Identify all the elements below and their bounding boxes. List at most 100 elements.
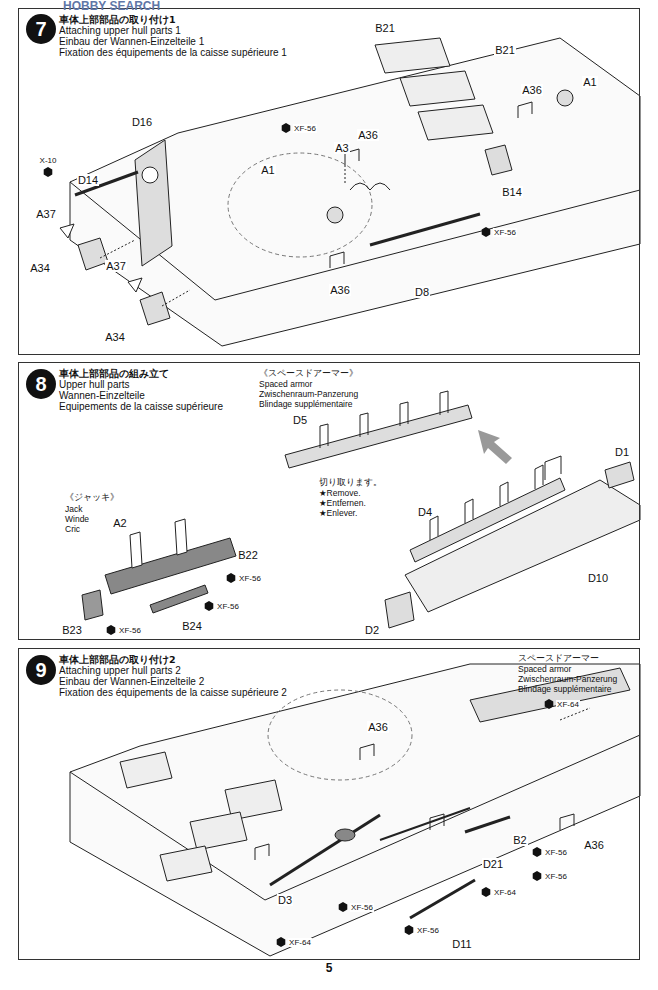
part-number: A36 bbox=[367, 721, 389, 733]
note: Spaced armor bbox=[258, 379, 313, 389]
part-number: A36 bbox=[521, 84, 543, 96]
note: 《スペースドアーマー》 bbox=[258, 368, 359, 378]
upper-hull bbox=[70, 38, 640, 346]
paint-hex bbox=[482, 227, 491, 237]
turret-ring bbox=[228, 153, 372, 257]
step-number-text: 7 bbox=[35, 18, 46, 40]
hatch bbox=[120, 752, 172, 788]
tool bbox=[270, 815, 380, 885]
paint-hex bbox=[405, 925, 414, 935]
heading-line: Equipements de la caisse supérieure bbox=[59, 401, 223, 412]
paint-hex bbox=[533, 871, 542, 881]
paint-code: XF-64 bbox=[556, 700, 580, 709]
step-number-text: 8 bbox=[35, 373, 46, 395]
part-number: D1 bbox=[614, 446, 630, 458]
guide-line bbox=[345, 165, 346, 185]
rod bbox=[75, 172, 138, 195]
periscope bbox=[327, 207, 343, 223]
hatch bbox=[375, 38, 450, 73]
light-lens bbox=[60, 224, 74, 238]
part-number: D8 bbox=[414, 286, 430, 298]
direction-arrow bbox=[478, 430, 512, 464]
handles bbox=[255, 744, 574, 860]
step-heading: 車体上部部品の取り付け1Attaching upper hull parts 1… bbox=[59, 14, 287, 58]
note: Blindage supplémentaire bbox=[517, 684, 613, 694]
paint-hex bbox=[44, 167, 53, 177]
part-number: D3 bbox=[277, 894, 293, 906]
paint-code: XF-64 bbox=[288, 938, 312, 947]
heading-line: Einbau der Wannen-Einzelteile 1 bbox=[59, 36, 287, 47]
armor-rail bbox=[410, 478, 565, 562]
turret-ring bbox=[268, 690, 412, 780]
part-number: B21 bbox=[494, 44, 516, 56]
step-heading: 車体上部部品の取り付け2Attaching upper hull parts 2… bbox=[59, 654, 287, 698]
spaced-armor bbox=[285, 405, 472, 468]
paint-code: X-10 bbox=[39, 156, 58, 165]
paint-code: XF-56 bbox=[493, 228, 517, 237]
part-number: D14 bbox=[77, 174, 99, 186]
jack-bracket bbox=[130, 532, 142, 568]
paint-hex bbox=[482, 887, 491, 897]
step-number: 8 bbox=[26, 369, 56, 399]
heading-line: Fixation des équipements de la caisse su… bbox=[59, 47, 287, 58]
tool bbox=[380, 808, 470, 840]
paint-code: XF-56 bbox=[416, 926, 440, 935]
step8-drawing bbox=[82, 391, 640, 628]
heading-line: 車体上部部品の取り付け2 bbox=[59, 654, 287, 665]
rear-plate bbox=[135, 140, 172, 266]
paint-code: XF-56 bbox=[544, 848, 568, 857]
paint-code: XF-56 bbox=[350, 903, 374, 912]
end-piece bbox=[385, 592, 414, 628]
hook bbox=[350, 183, 390, 190]
heading-line: Wannen-Einzelteile bbox=[59, 390, 223, 401]
note: ★Enlever. bbox=[318, 508, 358, 518]
part-number: A36 bbox=[357, 129, 379, 141]
part-number: D11 bbox=[451, 938, 472, 950]
note: Jack bbox=[64, 504, 83, 514]
note: スペースドアーマー bbox=[517, 653, 600, 663]
part-number: D16 bbox=[131, 116, 153, 128]
part-number: D21 bbox=[482, 858, 504, 870]
heading-line: Einbau der Wannen-Einzelteile 2 bbox=[59, 676, 287, 687]
part-number: A34 bbox=[104, 331, 126, 343]
part-number: D5 bbox=[292, 414, 308, 426]
jack-handle bbox=[150, 585, 208, 613]
heading-line: Attaching upper hull parts 1 bbox=[59, 25, 287, 36]
cylinder bbox=[485, 145, 512, 175]
paint-code: XF-64 bbox=[493, 888, 517, 897]
step-number: 9 bbox=[26, 655, 56, 685]
part-number: A2 bbox=[112, 517, 127, 529]
tool bbox=[410, 880, 475, 918]
part-number: A36 bbox=[583, 839, 605, 851]
paint-code: XF-56 bbox=[293, 124, 317, 133]
part-number: B21 bbox=[374, 22, 396, 34]
spaced-armor bbox=[470, 668, 630, 722]
part-number: B14 bbox=[501, 186, 523, 198]
part-number: B24 bbox=[181, 620, 203, 632]
shovel-blade bbox=[335, 829, 355, 841]
paint-hex bbox=[227, 573, 236, 583]
hatch bbox=[190, 812, 247, 850]
step-number: 7 bbox=[26, 14, 56, 44]
paint-code: XF-56 bbox=[118, 626, 142, 635]
paint-hex bbox=[277, 937, 286, 947]
watermark: HOBBY SEARCH bbox=[62, 0, 161, 13]
hatch bbox=[160, 846, 212, 881]
paint-hex bbox=[533, 847, 542, 857]
paint-code: XF-56 bbox=[216, 602, 240, 611]
part-number: A37 bbox=[105, 260, 127, 272]
handle bbox=[330, 252, 344, 268]
part-number: A37 bbox=[35, 208, 57, 220]
rod bbox=[370, 214, 480, 245]
step-number-text: 9 bbox=[35, 659, 46, 681]
paint-hex bbox=[205, 601, 214, 611]
step-panel: 車体上部部品の取り付け2Attaching upper hull parts 2… bbox=[18, 648, 640, 960]
jack-body bbox=[105, 538, 236, 594]
note: 切り取ります。 bbox=[318, 477, 383, 487]
note: Blindage supplémentaire bbox=[258, 399, 354, 409]
paint-code: XF-56 bbox=[238, 574, 262, 583]
heading-line: Fixation des équipements de la caisse su… bbox=[59, 687, 287, 698]
upper-hull bbox=[70, 664, 640, 956]
part-number: B2 bbox=[512, 834, 527, 846]
